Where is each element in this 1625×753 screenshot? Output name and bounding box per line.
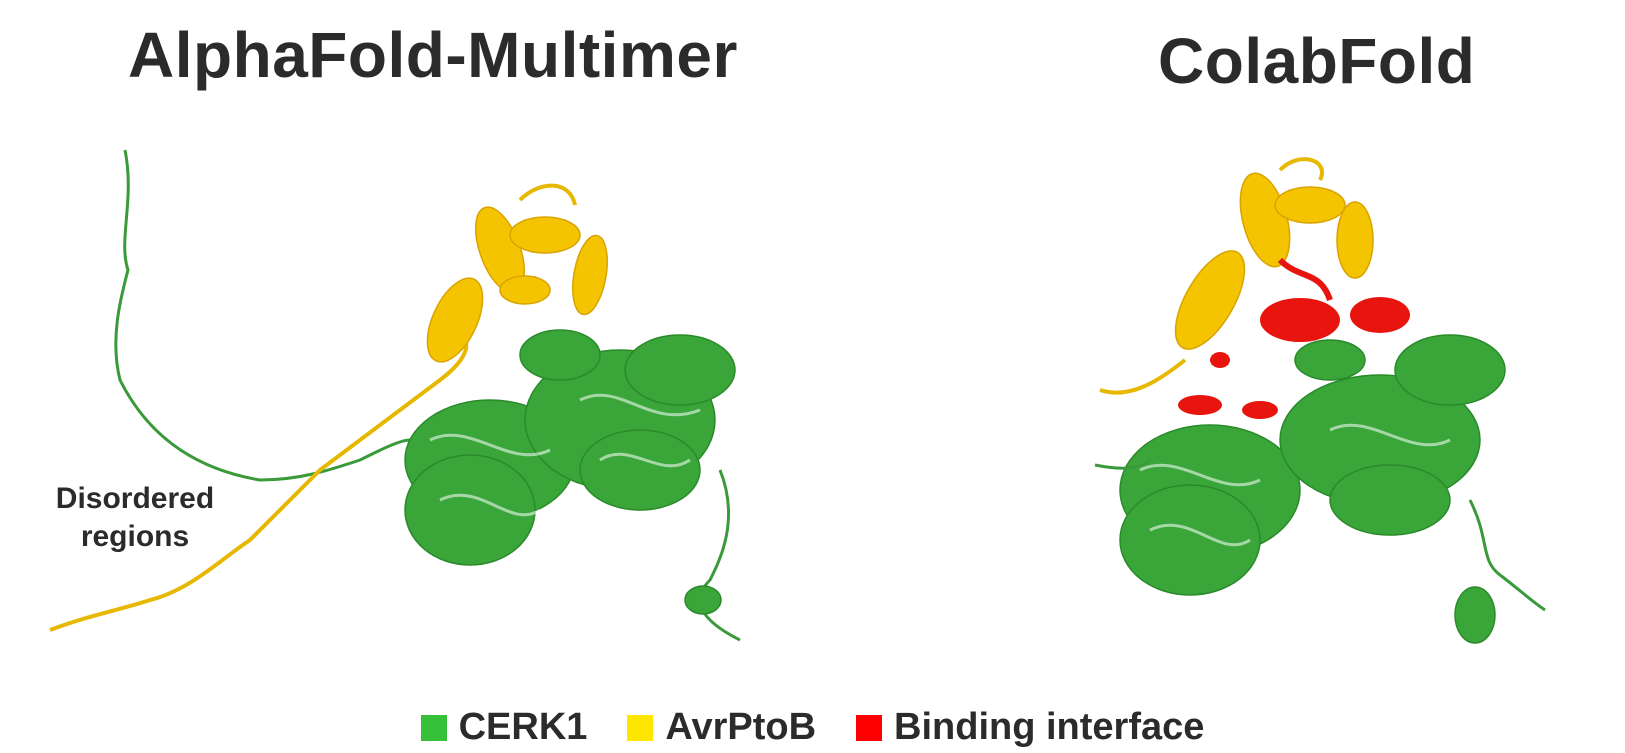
cerk1-c-terminal-loop-right <box>1468 499 1546 612</box>
cerk1-kinase-domain <box>404 329 736 566</box>
legend-label-avrptob: AvrPtoB <box>665 706 817 748</box>
cerk1-c-terminal-helix-right <box>1454 586 1496 644</box>
kinase-texture-right <box>1139 423 1451 547</box>
binding-interface-residues <box>1178 257 1410 432</box>
panel-title-colabfold: ColabFold <box>1158 25 1476 97</box>
cerk1-c-terminal-helix <box>684 585 722 615</box>
cerk1-kinase-domain-right <box>1119 334 1506 596</box>
legend-swatch-avrptob <box>627 714 654 741</box>
avrptob-disordered-tail <box>49 339 469 632</box>
cerk1-c-terminal-loop <box>698 469 741 642</box>
legend-swatch-binding-interface <box>856 714 883 741</box>
kinase-texture <box>429 393 701 517</box>
colabfold-structure <box>1094 157 1546 644</box>
panel-title-alphafold-multimer: AlphaFold-Multimer <box>128 19 738 91</box>
alphafold-structure <box>49 149 741 642</box>
legend-swatch-cerk1 <box>420 714 447 741</box>
legend-item-cerk1: CERK1 <box>420 706 588 749</box>
legend-label-cerk1: CERK1 <box>458 706 588 748</box>
avrptob-n-terminal-tail <box>1099 358 1187 395</box>
legend-item-avrptob: AvrPtoB <box>627 706 816 749</box>
cerk1-disordered-tail <box>114 149 411 482</box>
avrptob-helical-domain <box>426 183 608 363</box>
cerk1-n-terminal-line <box>1094 458 1152 470</box>
legend: CERK1 AvrPtoB Binding interface <box>0 706 1625 749</box>
legend-item-binding-interface: Binding interface <box>856 706 1204 749</box>
disordered-regions-label: Disordered regions <box>55 482 215 553</box>
legend-label-binding-interface: Binding interface <box>894 706 1205 748</box>
avrptob-helical-domain-right <box>1174 157 1374 350</box>
